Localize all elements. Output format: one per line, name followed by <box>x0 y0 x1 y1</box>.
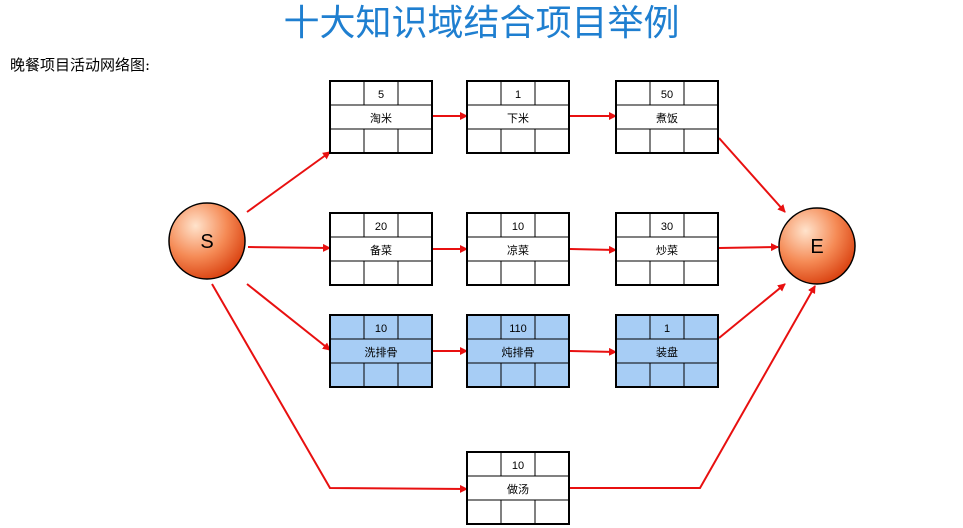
activity-box-chaocai: 30 炒菜 <box>615 212 719 286</box>
activity-box-frame <box>329 212 433 286</box>
arrow-s-zuotang <box>211 283 468 493</box>
activity-box-xiami: 1 下米 <box>466 80 570 154</box>
arrows-layer <box>211 112 816 493</box>
activity-box-frame <box>329 80 433 154</box>
activity-name: 备菜 <box>370 243 392 257</box>
activity-duration: 50 <box>661 89 673 101</box>
activity-box-taomi: 5 淘米 <box>329 80 433 154</box>
activity-box-frame <box>466 451 570 525</box>
activity-box-dunpaigu: 110 炖排骨 <box>466 314 570 388</box>
activity-box-frame <box>466 314 570 388</box>
activity-duration: 10 <box>512 460 524 472</box>
activity-box-zhufan: 50 煮饭 <box>615 80 719 154</box>
start-node: S <box>168 202 246 280</box>
activity-box-beicai: 20 备菜 <box>329 212 433 286</box>
activity-name: 做汤 <box>507 482 529 496</box>
activity-name: 炖排骨 <box>502 345 535 359</box>
activity-duration: 10 <box>375 323 387 335</box>
activity-box-xipaigu: 10 洗排骨 <box>329 314 433 388</box>
activity-box-frame <box>615 80 719 154</box>
activity-box-zuotang: 10 做汤 <box>466 451 570 525</box>
activity-box-frame <box>466 212 570 286</box>
activity-box-frame <box>615 314 719 388</box>
arrow-zuotang-e <box>570 285 816 489</box>
activity-box-zhuangpan: 1 装盘 <box>615 314 719 388</box>
arrow-chaocai-e <box>718 243 779 252</box>
diagram-subtitle: 晚餐项目活动网络图: <box>10 56 151 74</box>
arrow-zhuangpan-e <box>718 283 786 339</box>
activity-box-frame <box>615 212 719 286</box>
activity-name: 煮饭 <box>656 112 678 125</box>
end-node: E <box>778 207 856 285</box>
arrow-s-taomi <box>246 151 331 213</box>
activity-name: 下米 <box>507 112 529 125</box>
activity-name: 装盘 <box>656 345 678 359</box>
activity-name: 淘米 <box>370 112 392 125</box>
arrow-zhufan-e <box>718 137 786 213</box>
start-node-label: S <box>200 231 213 253</box>
page-title: 十大知识域结合项目举例 <box>283 3 680 44</box>
activity-duration: 20 <box>375 221 387 233</box>
arrow-liangcai-chaocai <box>569 245 617 254</box>
activity-duration: 10 <box>512 221 524 233</box>
arrow-dunpaigu-zhuangpan <box>569 347 617 356</box>
arrow-s-xipaigu <box>246 283 331 351</box>
activity-duration: 1 <box>515 89 521 101</box>
activity-name: 凉菜 <box>507 243 529 257</box>
activity-boxes: 5 淘米 1 下米 50 煮饭 20 备菜 10 凉菜 30 炒菜 10 洗排骨 110 炖排骨 1 装盘 10 做汤 <box>329 80 719 525</box>
activity-name: 洗排骨 <box>365 345 398 359</box>
activity-duration: 110 <box>509 323 527 335</box>
end-node-label: E <box>810 236 823 258</box>
activity-duration: 1 <box>664 323 670 335</box>
activity-box-frame <box>329 314 433 388</box>
activity-duration: 30 <box>661 221 673 233</box>
activity-box-frame <box>466 80 570 154</box>
activity-name: 炒菜 <box>656 244 678 257</box>
activity-box-liangcai: 10 凉菜 <box>466 212 570 286</box>
arrow-s-beicai <box>247 243 331 252</box>
activity-duration: 5 <box>378 89 384 101</box>
